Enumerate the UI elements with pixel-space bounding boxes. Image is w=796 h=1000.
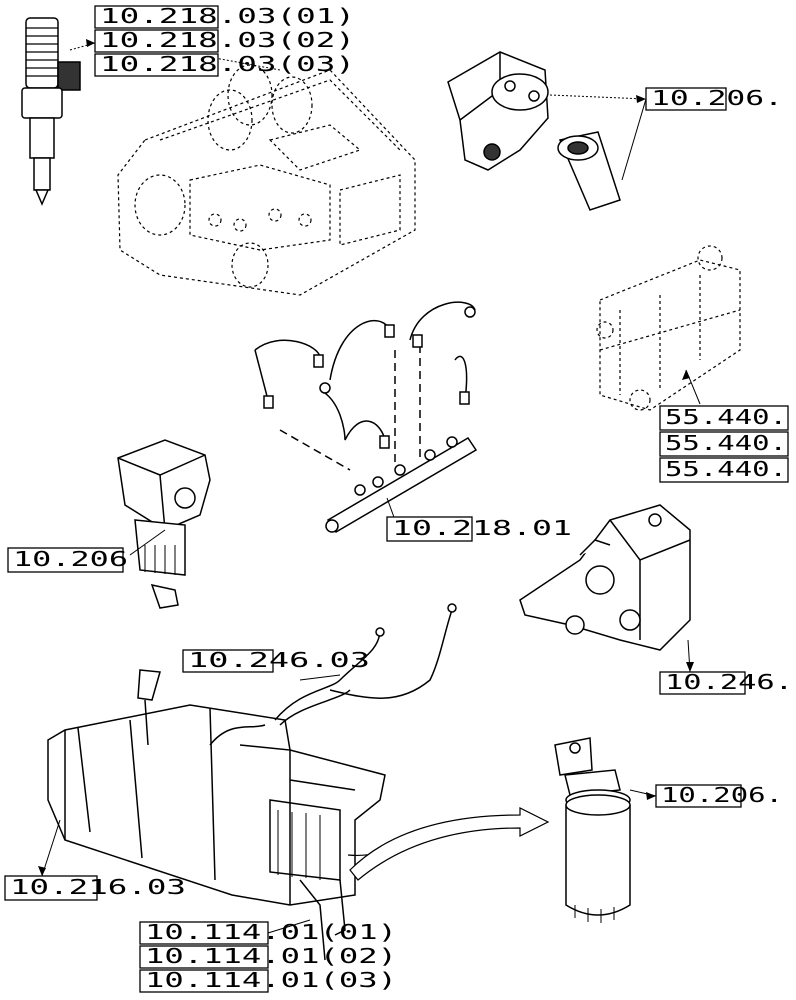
svg-text:10.114.01(03): 10.114.01(03) (145, 968, 397, 992)
svg-text:10.246.: 10.246. (665, 670, 793, 694)
flow-arrow (349, 807, 550, 881)
svg-text:55.440.: 55.440. (665, 457, 787, 481)
svg-text:55.440.: 55.440. (665, 431, 787, 455)
engine-block-drawing (117, 64, 416, 296)
svg-text:10.206.: 10.206. (651, 86, 783, 110)
ref-injector-a[interactable]: 10.218.03(01) (94, 4, 355, 29)
ref-sensor-c[interactable]: 10.114.01(03) (139, 968, 397, 993)
svg-text:10.218.03(03): 10.218.03(03) (100, 52, 355, 76)
svg-text:10.114.01(02): 10.114.01(02) (145, 944, 397, 968)
svg-text:10.114.01(01): 10.114.01(01) (145, 920, 397, 944)
ref-filter-housing-top[interactable]: 10.206. (645, 86, 783, 111)
ref-injector-b[interactable]: 10.218.03(02) (94, 28, 355, 53)
tank-pipes-drawing (209, 603, 511, 857)
svg-text:10.218.03(01): 10.218.03(01) (100, 4, 355, 28)
ref-sensor-a[interactable]: 10.114.01(01) (139, 920, 397, 945)
ref-labels: 10.218.03(01) 10.218.03(02) 10.218.03(03… (4, 4, 793, 993)
spin-filter-drawing (554, 737, 631, 923)
bracket-drawing (596, 245, 741, 411)
left-filter-drawing (117, 439, 211, 609)
ref-rail[interactable]: 10.218.01 (386, 516, 572, 542)
ref-sensor-b[interactable]: 10.114.01(02) (139, 944, 397, 969)
svg-text:10.206: 10.206 (13, 547, 128, 571)
leader-arrowheads (38, 39, 694, 876)
ref-bracket-a[interactable]: 55.440. (659, 405, 789, 431)
pump-drawing (519, 504, 691, 651)
ref-tank[interactable]: 10.216.03 (4, 875, 186, 901)
injector-drawing (21, 17, 81, 206)
ref-tank-pipes[interactable]: 10.246.03 (182, 648, 370, 673)
filter-housing-drawing (447, 51, 621, 211)
svg-text:10.246.03: 10.246.03 (188, 648, 370, 672)
svg-text:10.206.: 10.206. (661, 783, 783, 807)
ref-injector-c[interactable]: 10.218.03(03) (94, 52, 355, 77)
fuel-rail-drawing (254, 301, 478, 534)
svg-text:10.218.03(02): 10.218.03(02) (100, 28, 355, 52)
ref-spin-filter[interactable]: 10.206. (655, 783, 783, 808)
ref-pump-filter[interactable]: 10.206 (7, 547, 128, 573)
ref-bracket-b[interactable]: 55.440. (659, 431, 789, 457)
fuel-tank-drawing (47, 669, 386, 961)
svg-text:10.216.03: 10.216.03 (10, 875, 186, 899)
ref-bracket-c[interactable]: 55.440. (659, 457, 789, 483)
ref-pump[interactable]: 10.246. (659, 670, 793, 695)
svg-text:10.218.01: 10.218.01 (392, 516, 572, 540)
svg-text:55.440.: 55.440. (665, 405, 787, 429)
